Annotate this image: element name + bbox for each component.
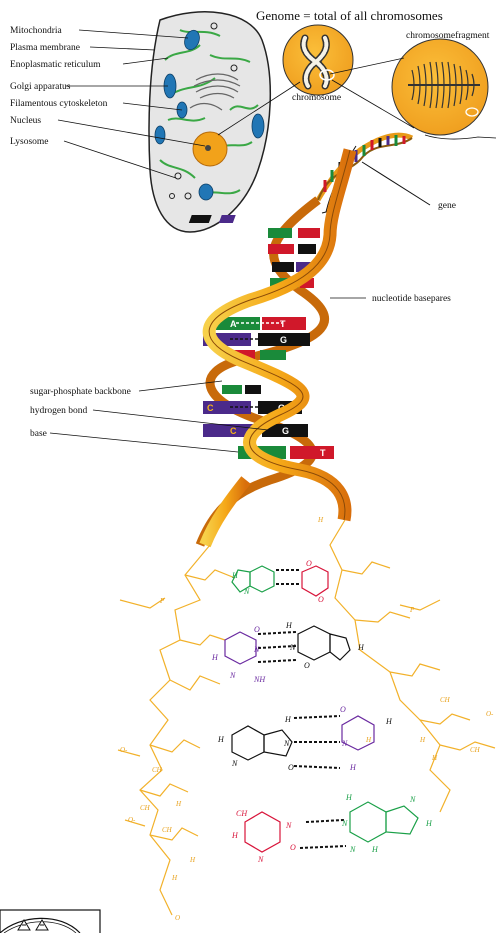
base-green-top bbox=[232, 566, 274, 592]
svg-text:H: H bbox=[425, 819, 433, 828]
svg-text:O: O bbox=[318, 595, 324, 604]
base-G: G bbox=[282, 426, 289, 436]
label-backbone: sugar-phosphate backbone bbox=[30, 387, 131, 397]
label-fragment: chromosomefragment bbox=[406, 30, 490, 41]
label-mitochondria: Mitochondria bbox=[10, 26, 62, 36]
base-G: G bbox=[280, 335, 287, 345]
base-A: A bbox=[230, 319, 237, 329]
svg-text:H: H bbox=[284, 715, 292, 724]
label-nucleus: Nucleus bbox=[10, 116, 41, 126]
svg-text:O: O bbox=[306, 559, 312, 568]
svg-text:N: N bbox=[257, 855, 264, 864]
svg-text:CH: CH bbox=[162, 826, 173, 834]
svg-text:H: H bbox=[171, 874, 178, 882]
label-plasma-membrane: Plasma membrane bbox=[10, 43, 80, 53]
svg-text:P: P bbox=[159, 597, 165, 605]
svg-text:H: H bbox=[357, 643, 365, 652]
base-black-1 bbox=[298, 626, 350, 660]
hbonds-top bbox=[276, 570, 300, 584]
hbonds-3 bbox=[300, 820, 346, 848]
svg-text:N: N bbox=[283, 739, 290, 748]
genome-title: Genome = total of all chromosomes bbox=[256, 8, 443, 23]
svg-text:N: N bbox=[409, 795, 416, 804]
svg-text:H: H bbox=[231, 571, 239, 580]
cell bbox=[149, 12, 270, 232]
svg-text:NH: NH bbox=[253, 675, 266, 684]
base-C: C bbox=[230, 426, 237, 436]
svg-text:CH: CH bbox=[152, 766, 163, 774]
label-lysosome: Lysosome bbox=[10, 137, 49, 147]
svg-text:O-: O- bbox=[486, 710, 494, 718]
svg-text:N: N bbox=[231, 759, 238, 768]
svg-text:H: H bbox=[217, 735, 225, 744]
base-black-2 bbox=[232, 726, 292, 760]
label-cytoskeleton: Filamentous cytoskeleton bbox=[10, 99, 108, 109]
base-purple-1 bbox=[225, 632, 256, 664]
chemical-structure: O- O- P CH CH CH H H H P CH CH O- H H H … bbox=[118, 516, 495, 922]
label-er: Enoplasmatic reticulum bbox=[10, 60, 101, 70]
svg-text:H: H bbox=[365, 736, 372, 744]
svg-text:O: O bbox=[288, 763, 294, 772]
label-base: base bbox=[30, 429, 47, 439]
backbone-atoms: O- O- P CH CH CH H H H P CH CH O- H H H … bbox=[120, 516, 494, 922]
hbonds-2 bbox=[294, 716, 340, 768]
svg-text:O: O bbox=[175, 914, 180, 922]
svg-text:N: N bbox=[243, 587, 250, 596]
svg-text:P: P bbox=[409, 606, 415, 614]
svg-text:O: O bbox=[304, 661, 310, 670]
svg-text:H: H bbox=[431, 754, 438, 762]
logo bbox=[0, 910, 100, 933]
svg-text:H: H bbox=[385, 717, 393, 726]
small-helix bbox=[318, 135, 412, 200]
svg-text:H: H bbox=[285, 621, 293, 630]
svg-text:O-: O- bbox=[128, 816, 136, 824]
cell-labels: Mitochondria Plasma membrane Enoplasmati… bbox=[10, 26, 108, 147]
svg-text:N: N bbox=[349, 845, 356, 854]
svg-text:N: N bbox=[289, 643, 296, 652]
svg-text:H: H bbox=[349, 763, 357, 772]
svg-text:H: H bbox=[175, 800, 182, 808]
svg-text:H: H bbox=[231, 831, 239, 840]
label-golgi: Golgi apparatus bbox=[10, 82, 71, 92]
svg-text:CH: CH bbox=[470, 746, 481, 754]
svg-text:CH: CH bbox=[440, 696, 451, 704]
base-T: T bbox=[320, 448, 326, 458]
base-pair bbox=[222, 385, 261, 394]
svg-text:H: H bbox=[317, 516, 324, 524]
svg-text:O: O bbox=[340, 705, 346, 714]
svg-text:CH: CH bbox=[140, 804, 151, 812]
label-chromosome: chromosome bbox=[292, 93, 341, 103]
svg-text:H: H bbox=[211, 653, 219, 662]
base-pair bbox=[268, 244, 316, 254]
label-hbond: hydrogen bond bbox=[30, 406, 88, 416]
svg-text:N: N bbox=[341, 819, 348, 828]
base-green-2 bbox=[350, 802, 418, 842]
svg-text:H: H bbox=[371, 845, 379, 854]
svg-text:O-: O- bbox=[120, 746, 128, 754]
label-nucleotide: nucleotide basepares bbox=[372, 294, 451, 304]
base-C: C bbox=[207, 403, 214, 413]
base-red-top bbox=[302, 566, 328, 596]
svg-text:O: O bbox=[254, 625, 260, 634]
svg-text:H: H bbox=[189, 856, 196, 864]
label-gene: gene bbox=[438, 201, 456, 211]
svg-text:N: N bbox=[341, 739, 348, 748]
svg-text:N: N bbox=[285, 821, 292, 830]
atom-labels: N H O O H O N NH N H N O H H N H N O O N… bbox=[211, 559, 433, 864]
svg-text:N: N bbox=[253, 645, 260, 654]
base-red-2 bbox=[245, 812, 280, 852]
base-T: T bbox=[280, 319, 286, 329]
svg-text:N: N bbox=[229, 671, 236, 680]
chromosome-disc: chromosome bbox=[283, 25, 353, 103]
base-pair bbox=[268, 228, 320, 238]
svg-text:CH: CH bbox=[236, 809, 248, 818]
svg-text:O: O bbox=[290, 843, 296, 852]
svg-text:H: H bbox=[419, 736, 426, 744]
left-backbone bbox=[118, 545, 235, 915]
base-pair-ag: A T bbox=[212, 317, 306, 330]
fragment-disc bbox=[392, 39, 488, 135]
nucleolus bbox=[205, 145, 211, 151]
svg-text:H: H bbox=[345, 793, 353, 802]
